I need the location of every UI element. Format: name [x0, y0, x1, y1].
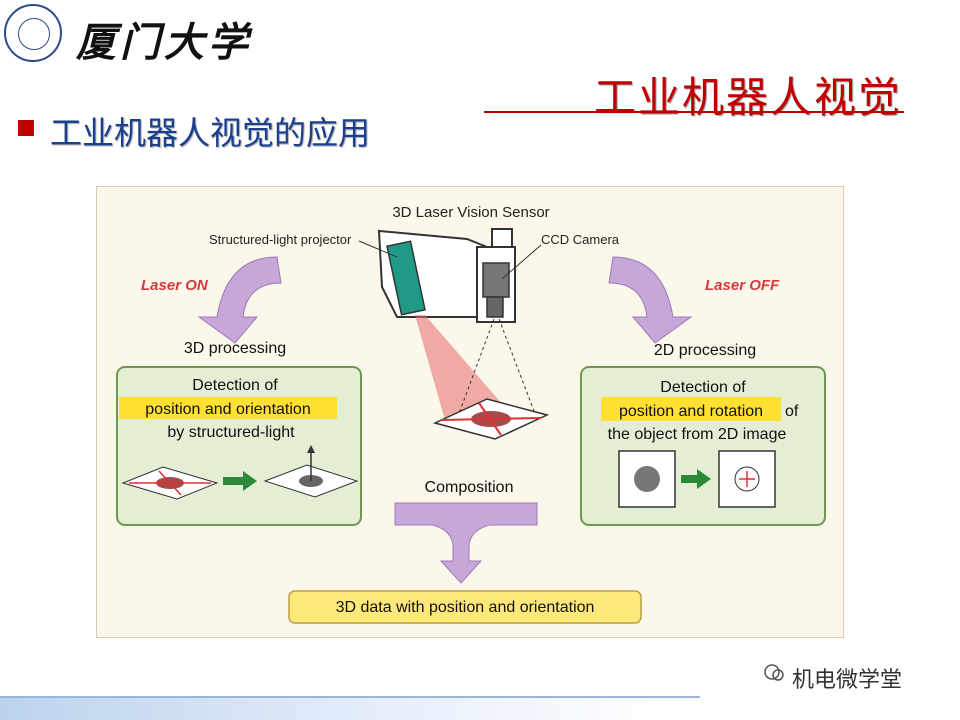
university-name: 厦门大学: [76, 19, 252, 66]
result-box: [288, 590, 642, 624]
laser-off-label: Laser OFF: [705, 277, 780, 294]
left-highlight: [119, 397, 337, 419]
slide-subtitle: 工业机器人视觉的应用: [50, 114, 371, 152]
projector-label: Structured-light projector: [209, 232, 352, 247]
result-label: 3D data with position and orientation: [336, 599, 595, 616]
laser-off-arrow-icon: [608, 256, 693, 344]
2d-image-icon: [618, 450, 676, 508]
laser-on-arrow-icon: [197, 256, 282, 344]
right-box-line2-rest: of: [785, 403, 799, 420]
3d-processing-label: 3D processing: [184, 340, 286, 357]
wechat-icon: [764, 664, 784, 681]
camera-label: CCD Camera: [541, 232, 620, 247]
title-underline: [484, 111, 904, 113]
slide-title: 工业机器人视觉: [593, 73, 902, 122]
green-arrow-icon: [223, 471, 257, 491]
sensor-label: 3D Laser Vision Sensor: [392, 204, 549, 221]
workpiece-icon: [432, 398, 550, 440]
green-arrow-icon: [681, 469, 711, 489]
2d-result-icon: [718, 450, 776, 508]
composition-arrow-icon: [394, 502, 538, 584]
camera-pointer: [501, 244, 542, 280]
university-logo: 厦门大学: [0, 0, 260, 70]
2d-processing-label: 2D processing: [654, 342, 756, 359]
left-box-line3: by structured-light: [167, 424, 295, 441]
footer-band: [0, 698, 960, 720]
watermark-text: 机电微学堂: [792, 668, 903, 693]
left-box-line1: Detection of: [192, 377, 278, 394]
laser-beam: [415, 315, 522, 427]
projector-pointer: [358, 240, 398, 258]
right-box-line1: Detection of: [660, 379, 746, 396]
sensor-icon: [377, 228, 516, 323]
right-box-line2: position and rotation: [619, 403, 763, 420]
3d-result-icon: [263, 445, 359, 498]
footer-line: [0, 696, 700, 698]
3d-plane-icon: [121, 466, 219, 500]
right-box-line3: the object from 2D image: [608, 426, 787, 443]
right-highlight: [601, 397, 781, 421]
composition-label: Composition: [425, 479, 514, 496]
bullet-square-icon: [18, 120, 34, 136]
university-seal-icon: [4, 4, 62, 62]
left-box-line2: position and orientation: [145, 401, 310, 418]
diagram-canvas: 3D Laser Vision Sensor Structured-light …: [116, 204, 826, 624]
laser-vision-diagram: 3D Laser Vision Sensor Structured-light …: [96, 186, 844, 638]
laser-on-label: Laser ON: [141, 277, 209, 294]
